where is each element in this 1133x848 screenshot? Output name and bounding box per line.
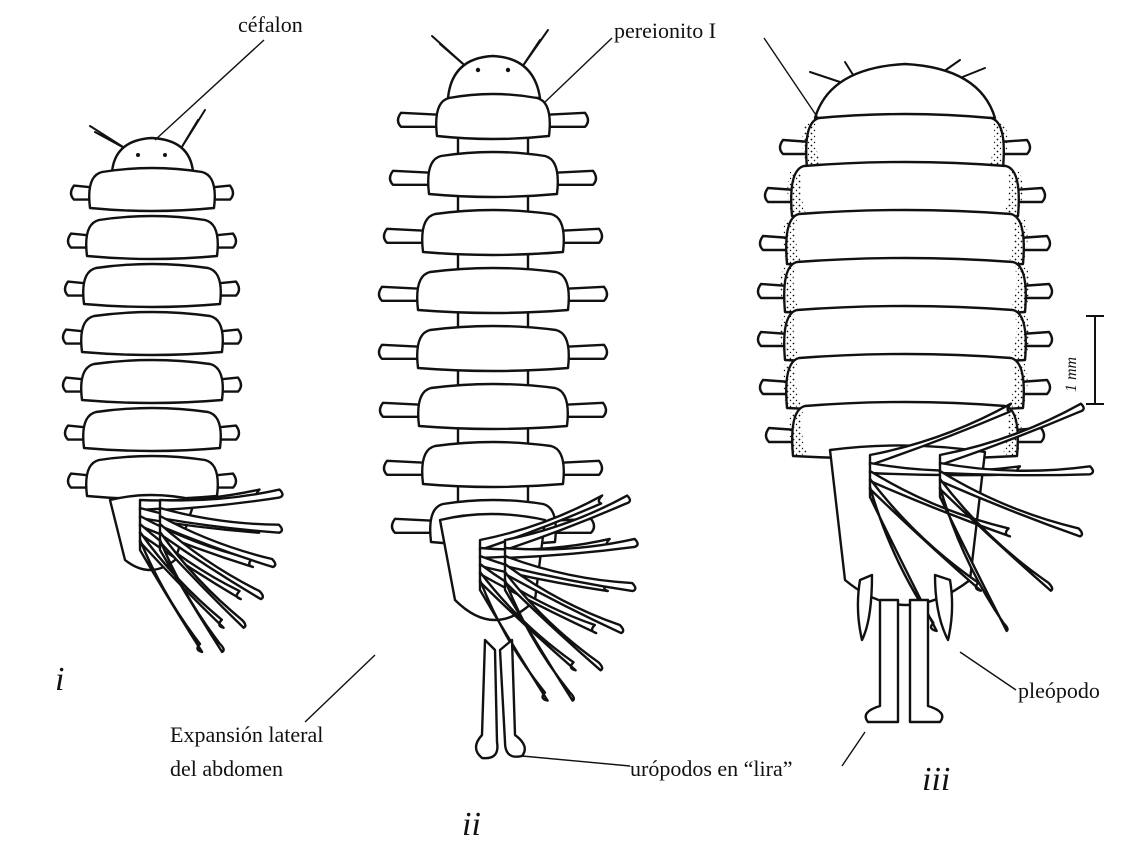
seg-ii-segment-2 [428,152,558,197]
label-pleopodo: pleópodo [1018,678,1100,703]
seg-ii-leg-right-7 [559,461,602,475]
seg-i-segment-3 [83,264,221,307]
seg-ii-leg-left-3 [384,229,427,243]
scale-bar: 1 mm [1063,316,1104,404]
seg-i-segment-2 [86,216,218,259]
seg-ii-leg-left-7 [384,461,427,475]
seg-i-segment-1 [89,168,215,211]
seg-ii-segment-7 [422,442,564,487]
seg-ii-leg-left-4 [379,287,422,301]
seg-ii-leg-right-4 [564,287,607,301]
seg-ii-leg-right-3 [559,229,602,243]
specimen-iii [758,60,1093,722]
specimen-iii-cephalon [815,64,995,118]
seg-i-segment-7 [86,456,218,499]
seg-ii-leg-right-6 [563,403,606,417]
label-expansion-line2: del abdomen [170,756,283,781]
specimen-ii-uropods [476,640,525,758]
seg-i-segment-4 [81,312,223,355]
seg-ii-leg-right-5 [564,345,607,359]
label-expansion-line1: Expansión lateral [170,722,323,747]
specimen-ii-pereon [379,94,607,566]
seg-ii-segment-5 [417,326,569,371]
seg-ii-leg-right-2 [553,171,596,185]
specimen-label-ii: ii [462,806,481,843]
specimen-label-iii: iii [922,761,950,798]
seg-ii-segment-1 [436,94,550,139]
specimen-ii [379,30,638,758]
specimen-i [63,110,282,652]
seg-ii-leg-left-5 [379,345,422,359]
specimen-i-pleon-expansions [140,490,282,652]
seg-i-segment-5 [81,360,223,403]
specimen-i-pereon [63,168,241,499]
seg-ii-segment-3 [422,210,564,255]
seg-ii-leg-left-8 [392,519,435,533]
seg-ii-leg-left-1 [398,113,441,127]
seg-ii-leg-right-1 [545,113,588,127]
seg-ii-leg-left-2 [390,171,433,185]
label-uropodos: urópodos en “lira” [630,756,793,781]
label-pereionito: pereionito I [614,18,716,43]
label-cefalon: céfalon [238,12,303,37]
scale-label: 1 mm [1063,357,1080,392]
specimen-label-i: i [55,661,64,698]
seg-ii-segment-4 [417,268,569,313]
seg-i-segment-6 [83,408,221,451]
seg-ii-segment-6 [418,384,568,429]
seg-ii-leg-left-6 [380,403,423,417]
